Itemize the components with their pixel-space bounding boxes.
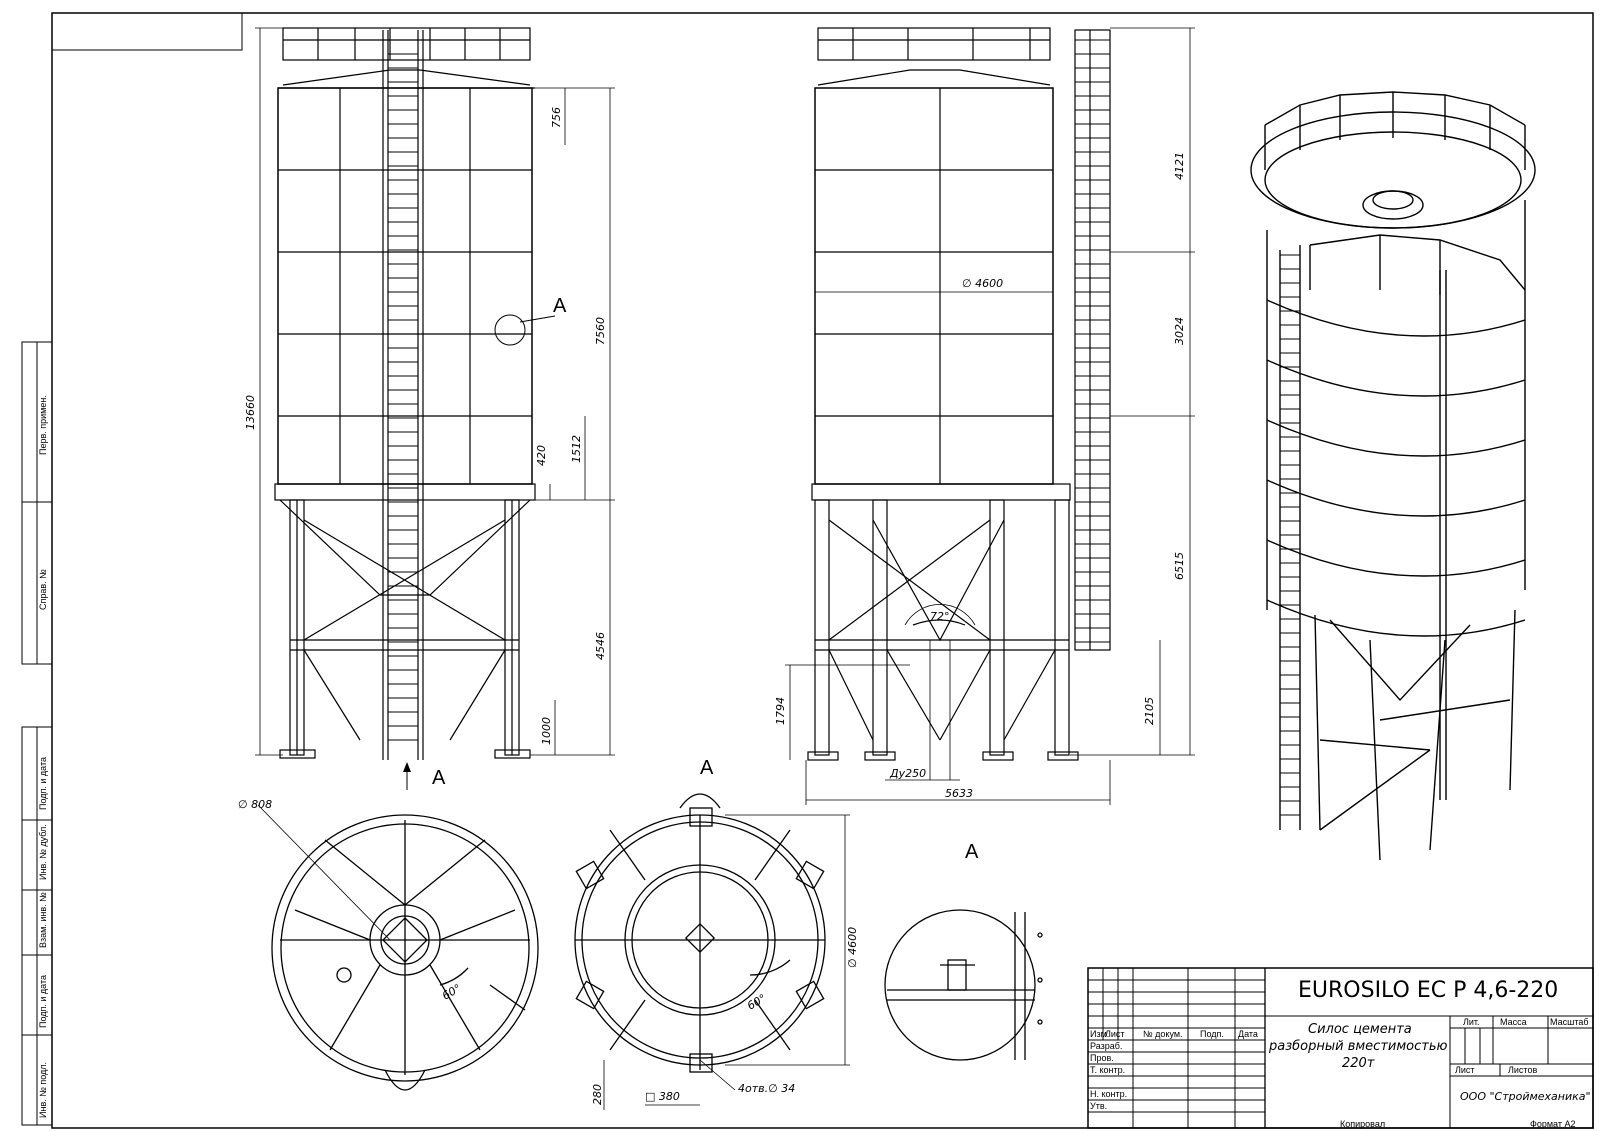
side-stamp-2: Подп. и дата (38, 757, 48, 810)
drawing-name-line-3: 220т (1342, 1056, 1375, 1071)
dim-plan-angle-1: 60° (440, 982, 463, 1003)
col-header-izm: Изм. (1090, 1029, 1109, 1039)
dim-foot-w: □ 380 (645, 1090, 680, 1103)
dim-angle: 72° (930, 610, 950, 623)
dim-foot-h: 280 (591, 1084, 604, 1105)
side-ladder-rungs (1075, 39, 1110, 643)
side-stamp-5: Подп. и дата (38, 975, 48, 1028)
dim-side-low: 6515 (1173, 552, 1186, 580)
detail-a-label: А (965, 841, 979, 863)
row-label-approved: Утв. (1090, 1101, 1107, 1111)
drawing-designation: EUROSILO EC P 4,6-220 (1298, 978, 1558, 1003)
row-label-tech-control: Т. контр. (1090, 1065, 1125, 1075)
dim-front-shell: 7560 (594, 317, 607, 345)
row-label-developer: Разраб. (1090, 1041, 1122, 1051)
dim-front-base: 1000 (540, 717, 553, 745)
dim-manhole: ∅ 808 (238, 798, 272, 811)
row-label-norm-control: Н. контр. (1090, 1089, 1127, 1099)
dim-side-leg: 2105 (1143, 697, 1156, 725)
side-view (807, 27, 1111, 761)
col-header-sign: Подп. (1200, 1029, 1224, 1039)
scale-label: Масштаб (1550, 1017, 1589, 1027)
side-dimension-lines (785, 27, 1195, 805)
sheets-label: Листов (1508, 1065, 1537, 1075)
front-dimension-lines (255, 27, 615, 756)
row-label-checked: Пров. (1090, 1053, 1114, 1063)
mass-label: Масса (1500, 1017, 1527, 1027)
detail-a-circle (494, 314, 526, 346)
front-view (274, 27, 536, 760)
dim-front-ring: 420 (535, 445, 548, 466)
dim-diameter: ∅ 4600 (962, 277, 1003, 290)
plan-a-label: А (700, 757, 714, 779)
dim-plan-angle-2: 60° (745, 992, 768, 1013)
title-block (1087, 967, 1594, 1129)
isometric-view (1250, 91, 1536, 861)
view-a-arrow-label: А (432, 767, 446, 789)
front-ladder-rungs (388, 39, 418, 741)
dim-valve: Ду250 (889, 767, 926, 780)
dim-front-overall: 13660 (244, 395, 257, 430)
dim-side-outlet: 1794 (774, 697, 787, 725)
dim-side-top: 4121 (1173, 152, 1186, 180)
dim-plan-diam: ∅ 4600 (846, 927, 859, 968)
drawing-name-line-2: разборный вместимостью (1268, 1039, 1447, 1054)
dim-holes: 4отв.∅ 34 (738, 1082, 795, 1095)
sheet-label: Лист (1455, 1065, 1475, 1075)
col-header-date: Дата (1238, 1029, 1258, 1039)
dim-base-width: 5633 (945, 787, 973, 800)
side-stamp-0: Перв. примен. (38, 395, 48, 455)
col-header-list: Лист (1105, 1029, 1125, 1039)
dim-front-top: 756 (550, 107, 563, 128)
dim-side-mid: 3024 (1173, 317, 1186, 345)
dim-front-skirt: 1512 (570, 435, 583, 463)
side-stamp-3: Инв. № дубл. (38, 824, 48, 880)
iso-ladder-rungs (1280, 254, 1300, 816)
organization-name: ООО "Строймеханика" (1460, 1090, 1591, 1103)
plan-view-a (574, 793, 850, 1110)
plan-view-top (257, 804, 539, 1091)
detail-a-view (884, 909, 1043, 1061)
side-stamp-6: Инв. № подл. (38, 1062, 48, 1118)
side-stamp-1: Справ. № (38, 569, 48, 610)
drawing-name-line-1: Силос цемента (1308, 1022, 1412, 1037)
detail-a-marker: А (553, 295, 567, 317)
format-label: Формат А2 (1530, 1119, 1575, 1129)
dim-front-legs: 4546 (594, 632, 607, 660)
copied-label: Копировал (1340, 1119, 1385, 1129)
lit-label: Лит. (1463, 1017, 1480, 1027)
side-stamp-4: Взам. инв. № (38, 892, 48, 948)
col-header-doc: № докум. (1143, 1029, 1183, 1039)
